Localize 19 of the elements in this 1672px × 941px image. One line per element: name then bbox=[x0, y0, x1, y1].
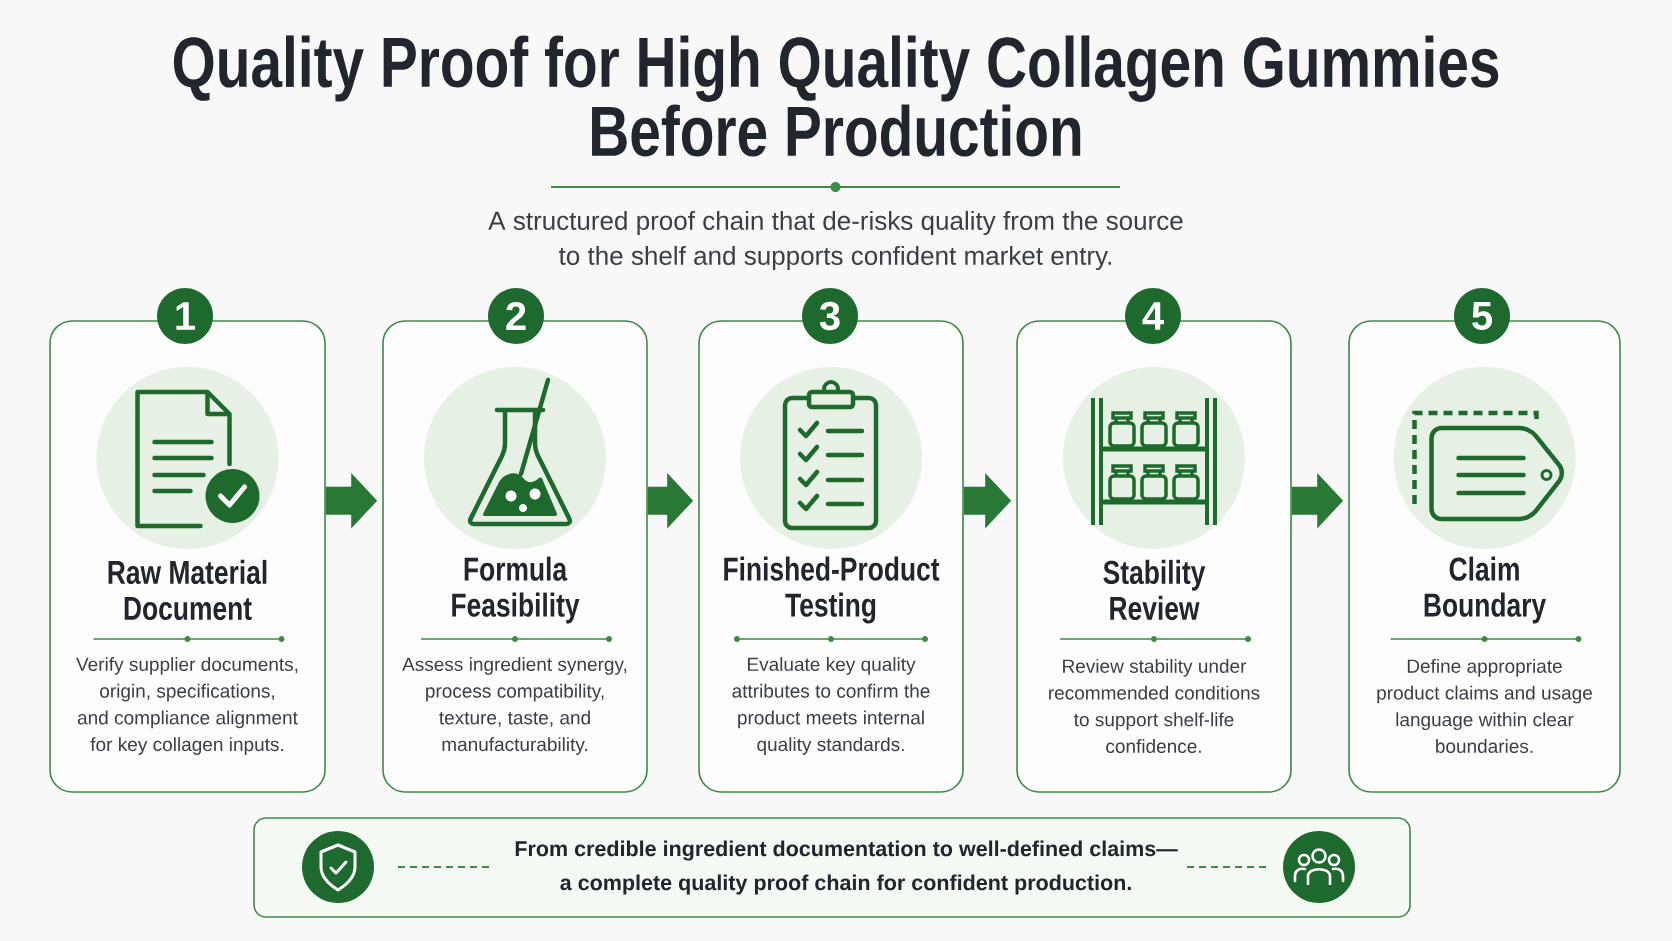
card-description: Assess ingredient synergy, process compatibility, texture, taste, and manufacturability. bbox=[402, 657, 627, 755]
number-badge: 5 bbox=[1454, 288, 1510, 344]
summary-banner bbox=[253, 817, 1411, 918]
number-badge: 1 bbox=[157, 288, 213, 344]
card-title: Formula Feasibility bbox=[452, 556, 580, 624]
card-title: Claim Boundary bbox=[1424, 556, 1546, 624]
card-title: Stability Review bbox=[1103, 559, 1206, 621]
number-badge: 3 bbox=[802, 288, 858, 344]
card-description: Verify supplier documents, origin, specifications, and compliance alignment for key collagen inputs. bbox=[76, 657, 298, 755]
number-badge: 2 bbox=[488, 288, 544, 344]
card-description: Define appropriate product claims and usage language within clear boundaries. bbox=[1377, 658, 1592, 753]
subtitle: A structured proof chain that de-risks quality from the source to the shelf and supports confident market entry. bbox=[488, 210, 1183, 271]
card-title: Raw Material Document bbox=[108, 559, 267, 621]
number-badge: 4 bbox=[1125, 288, 1181, 344]
title: Quality Proof for High Quality Collagen Gummies Before Production bbox=[173, 35, 1499, 157]
banner-text: From credible ingredient documentation to well-defined claims— a complete quality proof chain for confident production. bbox=[515, 840, 1178, 895]
card-title: Finished-Product Testing bbox=[724, 556, 940, 624]
card-description: Review stability under recommended conditions to support shelf-life confidence. bbox=[1049, 658, 1260, 753]
card-description: Evaluate key quality attributes to confirm the product meets internal quality standards. bbox=[732, 657, 930, 755]
